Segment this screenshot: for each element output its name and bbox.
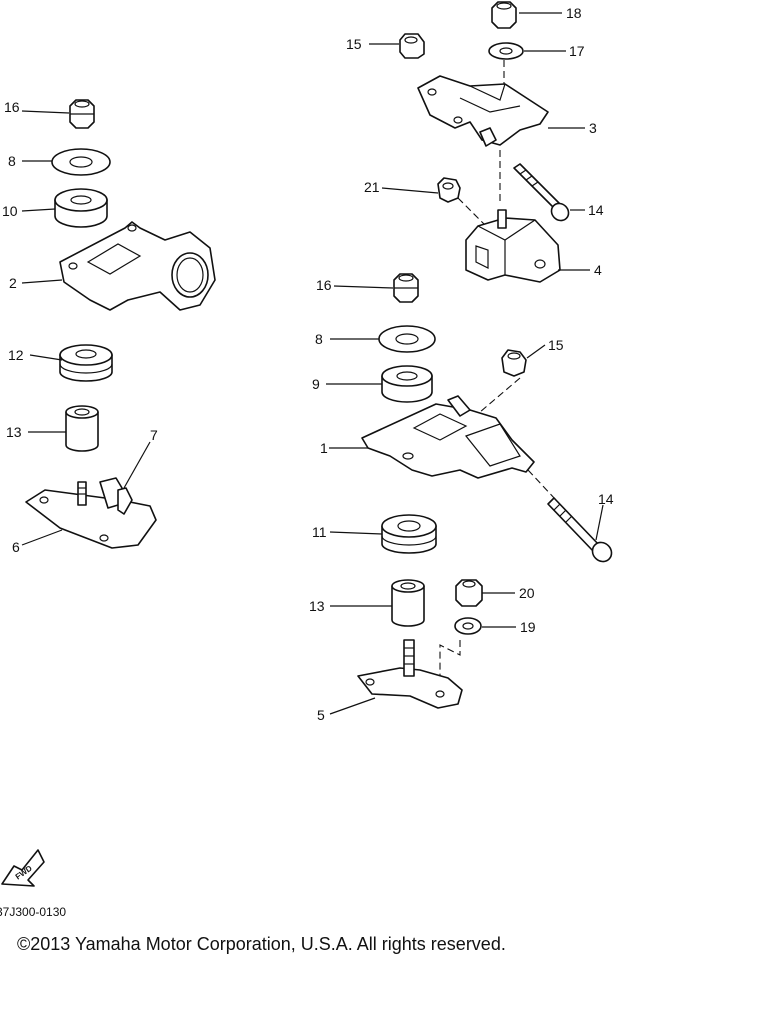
callout-10: 10 [2, 203, 18, 219]
callout-19: 19 [520, 619, 536, 635]
callout-14-upper: 14 [588, 202, 604, 218]
callout-8-right: 8 [315, 331, 323, 347]
part-8-washer-right [378, 325, 436, 353]
callout-numbers: 18 15 17 3 16 8 10 2 21 14 4 16 8 15 9 1… [2, 5, 614, 723]
part-13-collar-left [65, 405, 99, 452]
part-18-nut [491, 1, 517, 29]
part-10-damper-left [54, 188, 108, 228]
callout-5: 5 [317, 707, 325, 723]
callout-6: 6 [12, 539, 20, 555]
part-14-bolt-lower [547, 497, 613, 563]
callout-15-top: 15 [346, 36, 362, 52]
callout-16-left: 16 [4, 99, 20, 115]
leader-lines [21, 12, 604, 715]
part-1-bracket-lower [361, 395, 535, 479]
part-19-washer [454, 617, 482, 635]
part-15-nut-right [501, 349, 527, 377]
callout-13-left: 13 [6, 424, 22, 440]
part-16-nut-right [393, 273, 419, 303]
diagram-code: 37J300-0130 [0, 905, 67, 919]
callout-11: 11 [312, 524, 327, 540]
callout-21: 21 [364, 179, 380, 195]
callout-3: 3 [589, 120, 597, 136]
callout-14-lower: 14 [598, 491, 614, 507]
part-20-nut [455, 579, 483, 607]
part-21-nut [437, 177, 461, 203]
callout-17: 17 [569, 43, 585, 59]
part-14-bolt-upper [513, 163, 570, 222]
part-8-washer-left [51, 148, 111, 176]
part-3-bracket-upper [417, 75, 549, 147]
part-12-rubber-mount-left [59, 344, 113, 382]
callout-8-left: 8 [8, 153, 16, 169]
part-16-nut-left [69, 99, 95, 129]
callout-15-right: 15 [548, 337, 564, 353]
copyright-notice: ©2013 Yamaha Motor Corporation, U.S.A. A… [17, 934, 506, 954]
callout-13-right: 13 [309, 598, 325, 614]
callout-20: 20 [519, 585, 535, 601]
callout-18: 18 [566, 5, 582, 21]
part-13-collar-right [391, 579, 425, 627]
part-11-rubber-mount-right [381, 514, 437, 554]
part-4-mount [465, 209, 561, 283]
callout-4: 4 [594, 262, 602, 278]
callout-12: 12 [8, 347, 24, 363]
part-2-bracket-left [59, 221, 216, 311]
callout-7: 7 [150, 427, 158, 443]
fwd-arrow-icon: FWD [1, 849, 45, 887]
part-15-nut-top [399, 33, 425, 59]
part-6-plate-left [25, 477, 157, 549]
part-9-damper-right [381, 365, 433, 403]
callout-16-right: 16 [316, 277, 332, 293]
callout-2: 2 [9, 275, 17, 291]
callout-1: 1 [320, 440, 328, 456]
part-17-washer [488, 42, 524, 60]
part-5-plate-right [357, 639, 463, 709]
callout-9: 9 [312, 376, 320, 392]
